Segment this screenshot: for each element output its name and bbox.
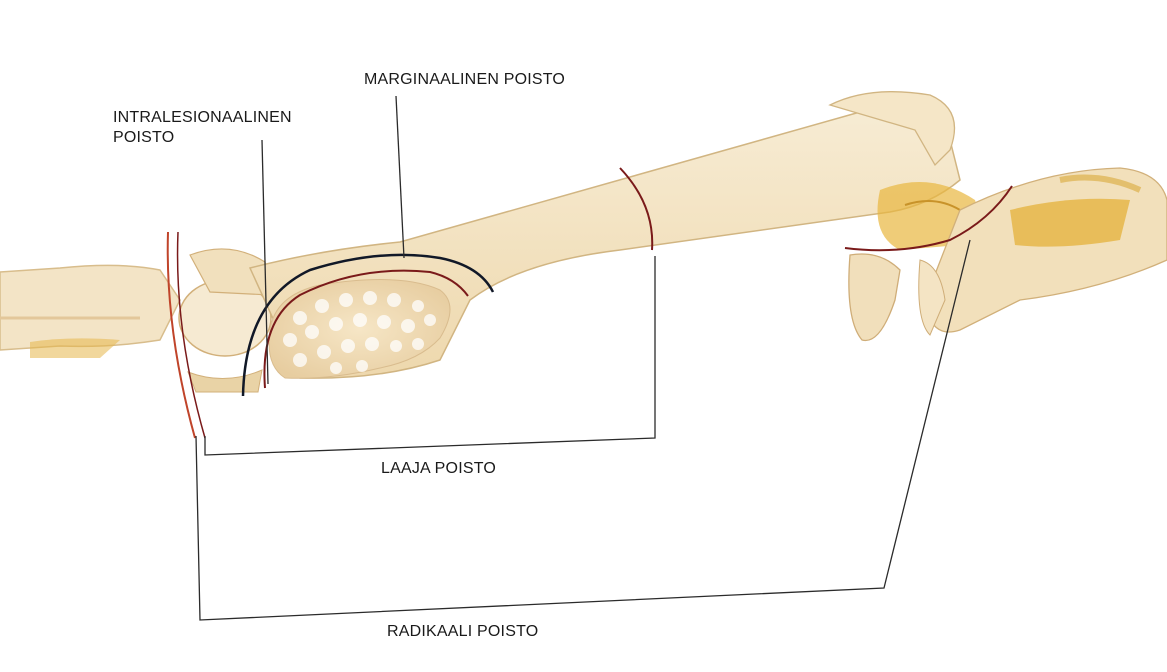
intralesional-excision-label: INTRALESIONAALINEN POISTO: [113, 108, 292, 148]
radical-excision-label: RADIKAALI POISTO: [387, 622, 538, 642]
intralesional-label-line-1: INTRALESIONAALINEN: [113, 108, 292, 128]
tibia-fibula: [0, 265, 180, 358]
wide-excision-label: LAAJA POISTO: [381, 459, 496, 479]
intralesional-label-line-2: POISTO: [113, 128, 292, 148]
marginal-excision-label: MARGINAALINEN POISTO: [364, 70, 565, 90]
